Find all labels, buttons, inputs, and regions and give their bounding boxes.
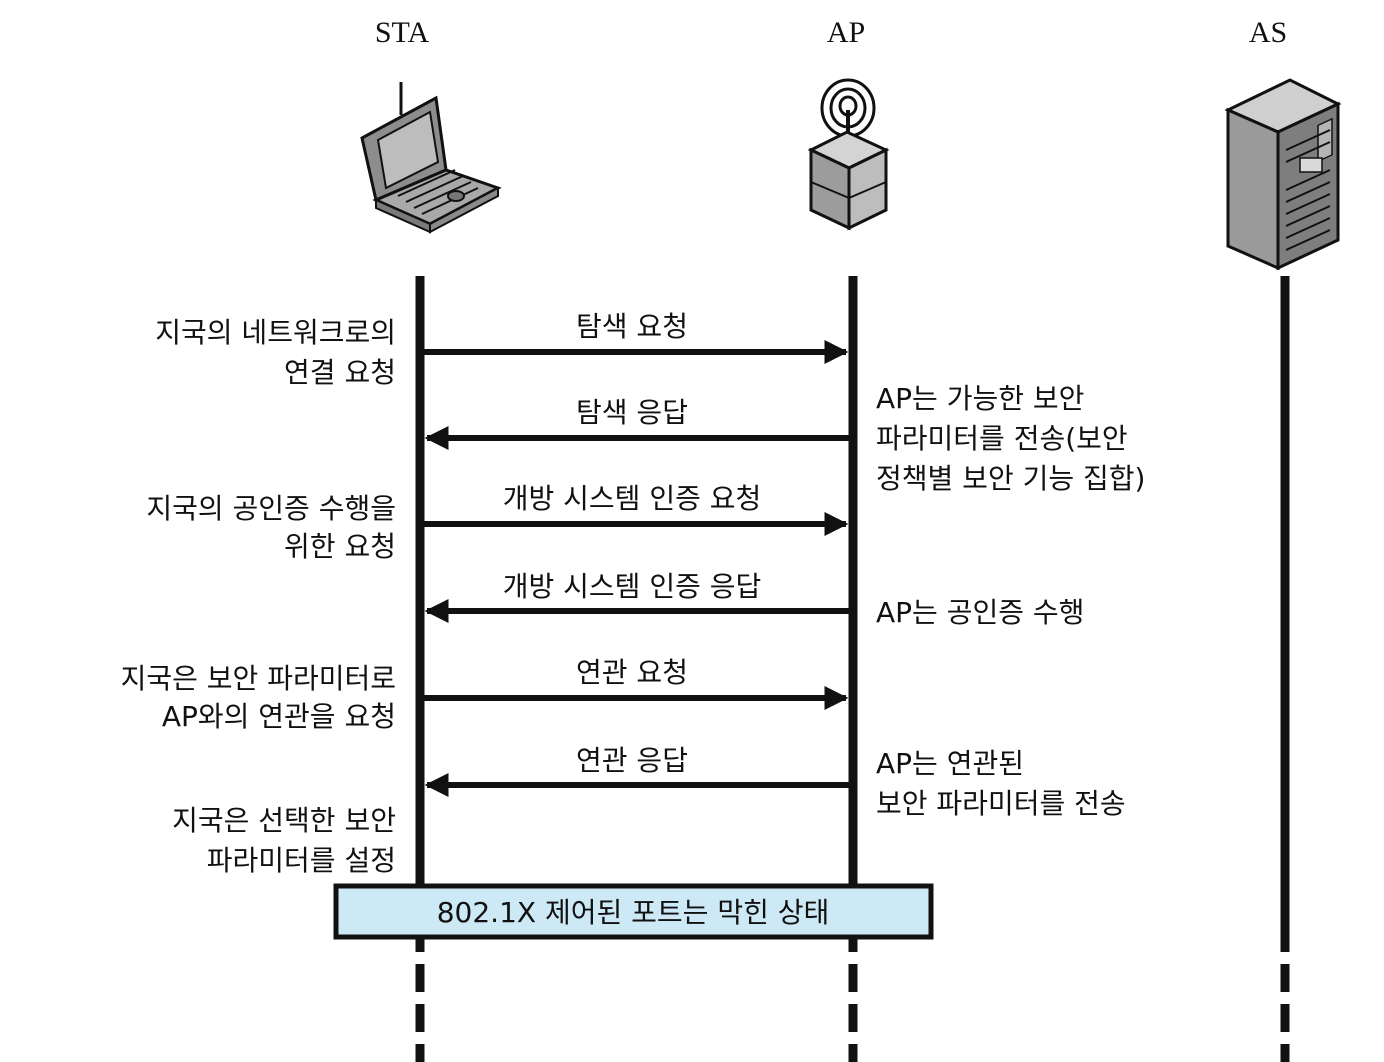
laptop-icon <box>360 82 502 234</box>
sta-note-3-line-2: AP와의 연관을 요청 <box>162 700 396 733</box>
sta-label: STA <box>375 16 430 49</box>
ap-note-1-line-1: AP는 가능한 보안 <box>876 382 1084 415</box>
server-icon <box>1224 78 1342 271</box>
sta-note-4-line-2: 파라미터를 설정 <box>207 844 396 877</box>
port-status-label: 802.1X 제어된 포트는 막힌 상태 <box>437 896 830 929</box>
sta-note-3-line-1: 지국은 보안 파라미터로 <box>121 662 396 695</box>
ap-note-3-line-1: AP는 연관된 <box>876 747 1024 780</box>
message-label-1: 탐색 요청 <box>576 310 688 343</box>
sta-note-2-line-2: 위한 요청 <box>284 530 396 563</box>
access-point-icon <box>807 78 890 231</box>
message-label-3: 개방 시스템 인증 요청 <box>503 482 762 515</box>
ap-note-2-line-1: AP는 공인증 수행 <box>876 596 1084 629</box>
message-label-2: 탐색 응답 <box>576 396 688 429</box>
sta-note-1-line-2: 연결 요청 <box>284 356 396 389</box>
sta-note-4-line-1: 지국은 선택한 보안 <box>172 804 396 837</box>
message-label-5: 연관 요청 <box>576 656 688 689</box>
sta-note-1-line-1: 지국의 네트워크로의 <box>155 316 396 349</box>
port-status-box <box>333 883 934 940</box>
sta-note-2-line-1: 지국의 공인증 수행을 <box>146 492 396 525</box>
message-arrows <box>422 340 851 797</box>
lifeline-dashes <box>415 964 1290 1062</box>
ap-note-3-line-2: 보안 파라미터를 전송 <box>876 787 1126 820</box>
ap-note-1-line-3: 정책별 보안 기능 집합) <box>876 462 1145 495</box>
as-label: AS <box>1249 16 1287 49</box>
message-label-6: 연관 응답 <box>576 744 688 777</box>
message-label-4: 개방 시스템 인증 응답 <box>503 570 762 603</box>
ap-label: AP <box>827 16 865 49</box>
ap-note-1-line-2: 파라미터를 전송(보안 <box>876 422 1128 455</box>
